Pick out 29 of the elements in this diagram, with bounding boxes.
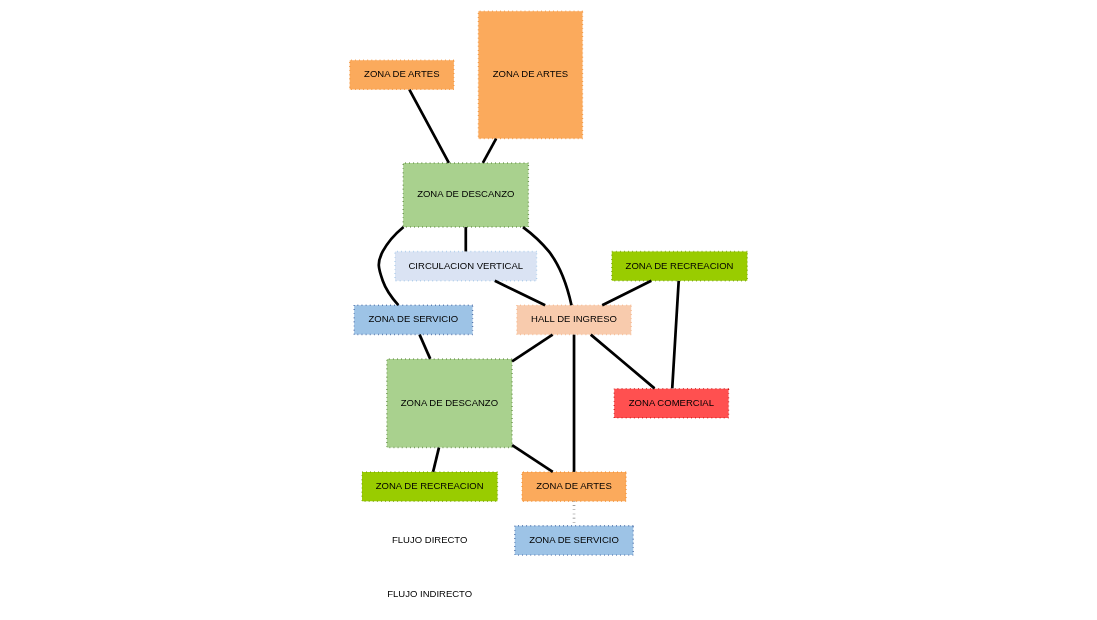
connector — [572, 334, 576, 472]
node-box: ZONA DE RECREACION — [361, 471, 499, 502]
node-box: ZONA DE DESCANZO — [402, 162, 530, 228]
connector — [481, 137, 498, 164]
connector — [511, 444, 554, 474]
connector — [522, 225, 573, 306]
node-box: ZONA DE ARTES — [477, 10, 584, 140]
node-box: ZONA DE SERVICIO — [514, 525, 634, 556]
connector — [670, 280, 681, 389]
connector — [511, 333, 554, 363]
node-box: HALL DE INGRESO — [516, 304, 632, 336]
connector — [494, 279, 546, 307]
connector — [589, 333, 656, 390]
node-box: ZONA DE RECREACION — [611, 250, 748, 282]
node-box: ZONA DE DESCANZO — [386, 358, 513, 449]
connector — [408, 88, 451, 164]
node-box: ZONA COMERCIAL — [613, 387, 730, 419]
legend-label: FLUJO DIRECTO — [391, 533, 468, 545]
connector — [601, 279, 652, 307]
legend-label: FLUJO INDIRECTO — [387, 587, 473, 599]
connector — [377, 225, 405, 306]
node-box: ZONA DE ARTES — [521, 471, 627, 502]
connector — [418, 334, 432, 360]
connector — [464, 227, 468, 252]
node-box: CIRCULACION VERTICAL — [394, 250, 538, 282]
connector — [572, 501, 576, 526]
node-box: ZONA DE SERVICIO — [353, 304, 474, 336]
connector — [431, 447, 441, 473]
node-box: ZONA DE ARTES — [349, 59, 455, 91]
